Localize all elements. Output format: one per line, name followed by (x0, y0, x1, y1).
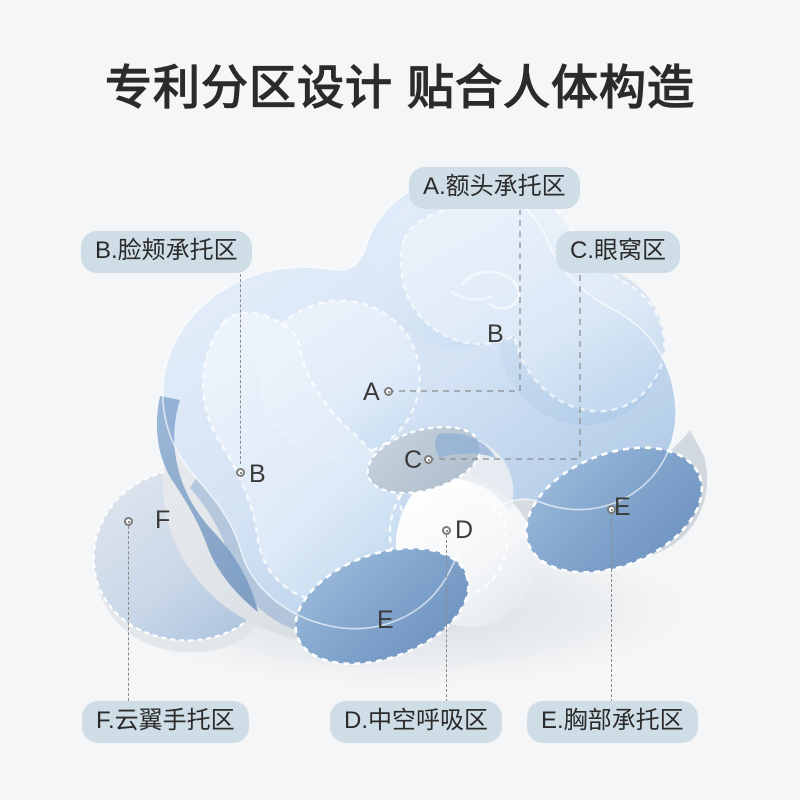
zone-letter-B-right: B (487, 320, 504, 348)
zone-letter-B-left: B (249, 460, 266, 488)
callout-label-B[interactable]: B.脸颊承托区 (81, 231, 252, 273)
brand-emboss-icon (450, 270, 521, 310)
leader-line-E (611, 509, 612, 702)
leader-line-C (428, 270, 581, 460)
zone-letter-A: A (363, 378, 380, 406)
zone-letter-D: D (455, 516, 474, 544)
leader-line-B (240, 274, 241, 464)
page-title: 专利分区设计 贴合人体构造 (104, 61, 696, 114)
zone-letter-E-left: E (377, 606, 394, 634)
callout-label-D[interactable]: D.中空呼吸区 (330, 701, 502, 743)
zone-letter-F: F (155, 506, 171, 534)
leader-line-D (446, 530, 447, 702)
marker-dot-A (384, 387, 393, 396)
leader-line-A (388, 210, 521, 392)
callout-label-C[interactable]: C.眼窝区 (556, 231, 680, 273)
marker-dot-D (442, 526, 451, 535)
marker-dot-E (607, 505, 616, 514)
leader-line-F (128, 521, 129, 701)
marker-dot-B (236, 468, 245, 477)
callout-label-F[interactable]: F.云翼手托区 (82, 701, 249, 743)
zone-letter-C: C (404, 446, 423, 474)
zone-letter-E-right: E (614, 493, 631, 521)
callout-label-E[interactable]: E.胸部承托区 (527, 701, 698, 743)
callout-label-A[interactable]: A.额头承托区 (409, 167, 580, 209)
marker-dot-F (124, 517, 133, 526)
marker-dot-C (424, 455, 433, 464)
